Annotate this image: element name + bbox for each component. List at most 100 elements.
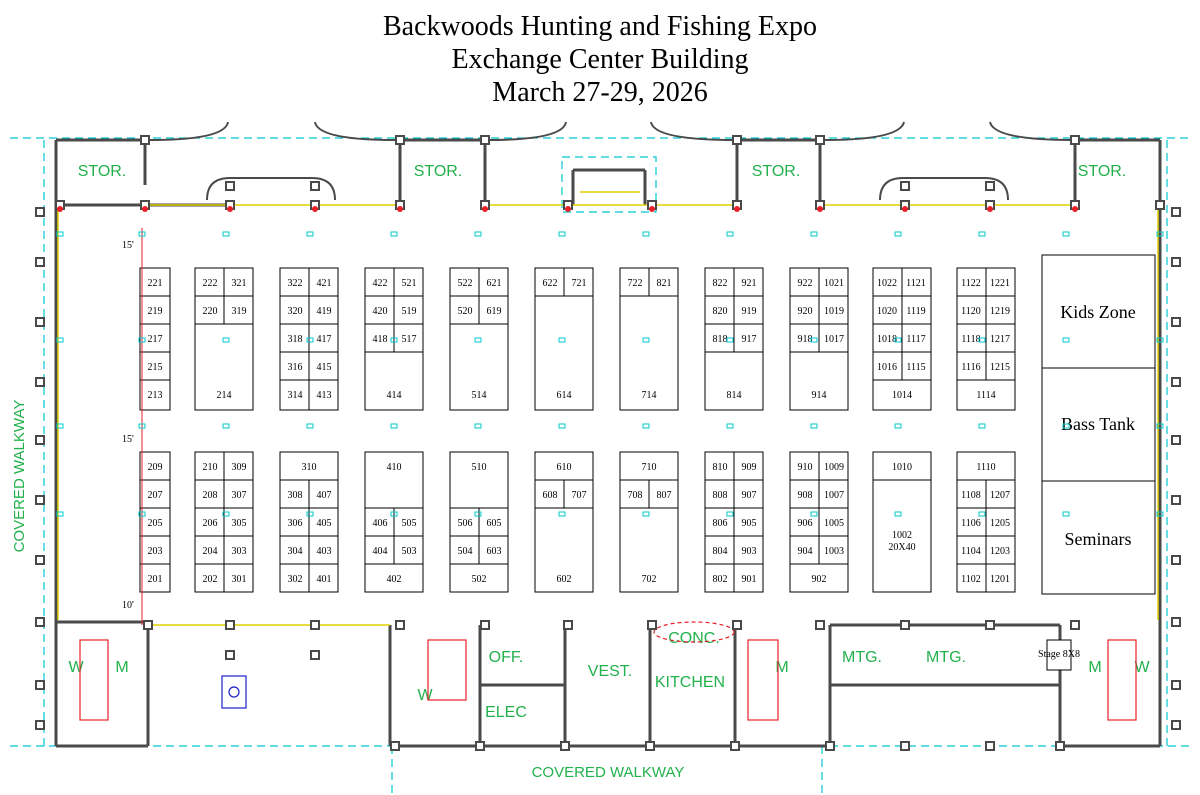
floor-marker <box>390 423 398 429</box>
booth-label: 714 <box>642 390 657 401</box>
utility-marker <box>221 675 247 709</box>
booth-label: 521 <box>402 278 417 289</box>
booth-label: 202 <box>203 574 218 585</box>
booth-labels: 221 219 217 215 213 222 321 220 319 214 … <box>148 278 1011 585</box>
dimension-labels: 15' 15' 10' <box>122 240 134 611</box>
column-base <box>482 206 488 212</box>
booth-label: 1116 <box>961 362 980 373</box>
booth-label: 917 <box>742 334 757 345</box>
floor-marker <box>1156 231 1164 237</box>
booth-label: 220 <box>203 306 218 317</box>
column-marker <box>1171 435 1181 445</box>
booth-label: 902 <box>812 574 827 585</box>
column-marker <box>560 741 570 751</box>
booth-label: 605 <box>487 518 502 529</box>
column-marker <box>480 620 490 630</box>
floor-marker <box>894 511 902 517</box>
column-marker <box>140 135 150 145</box>
structural-columns <box>35 135 1181 751</box>
column-marker <box>35 680 45 690</box>
booth-label: 320 <box>288 306 303 317</box>
column-base <box>734 206 740 212</box>
booth-label: 213 <box>148 390 163 401</box>
room-labels: STOR. STOR. STOR. STOR. OFF. ELEC VEST. … <box>11 163 1150 781</box>
zone-labels: Kids Zone Bass Tank Seminars <box>1060 302 1136 549</box>
booth-label: 505 <box>402 518 417 529</box>
booth-label: 301 <box>232 574 247 585</box>
floor-marker <box>222 231 230 237</box>
kids-zone-label: Kids Zone <box>1060 302 1136 322</box>
booth-label: 318 <box>288 334 303 345</box>
booth-label: 302 <box>288 574 303 585</box>
floor-marker <box>978 423 986 429</box>
column-marker <box>35 617 45 627</box>
booth-label: 321 <box>232 278 247 289</box>
booth-label: 403 <box>317 546 332 557</box>
column-marker <box>900 181 910 191</box>
booth-label: 410 <box>387 462 402 473</box>
storage-label: STOR. <box>752 163 801 180</box>
column-marker <box>1171 555 1181 565</box>
column-marker <box>1171 495 1181 505</box>
floor-marker <box>642 231 650 237</box>
booth-label: 209 <box>148 462 163 473</box>
office-label: OFF. <box>489 649 524 666</box>
bass-tank-label: Bass Tank <box>1061 414 1135 434</box>
booth-label: 1207 <box>990 490 1010 501</box>
booth-label: 420 <box>373 306 388 317</box>
booth-label: 210 <box>203 462 218 473</box>
vestibule-label: VEST. <box>588 663 632 680</box>
storage-label: STOR. <box>78 163 127 180</box>
booth-label: 610 <box>557 462 572 473</box>
covered-walkway-bottom: COVERED WALKWAY <box>532 764 685 781</box>
booth-label: 810 <box>713 462 728 473</box>
column-marker <box>900 741 910 751</box>
title-block: Backwoods Hunting and Fishing Expo Excha… <box>0 10 1200 109</box>
mens-restroom-label: M <box>775 659 788 676</box>
womens-restroom-label: W <box>68 659 84 676</box>
booth-label: 203 <box>148 546 163 557</box>
column-marker <box>1055 741 1065 751</box>
floor-marker <box>642 337 650 343</box>
booth-label: 1118 <box>961 334 980 345</box>
booth-label: 502 <box>472 574 487 585</box>
booth-label: 710 <box>642 462 657 473</box>
floor-marker <box>474 511 482 517</box>
column-base <box>649 206 655 212</box>
booth-label: 417 <box>317 334 332 345</box>
booth-label: 520 <box>458 306 473 317</box>
booth-label: 522 <box>458 278 473 289</box>
booth-label: 1203 <box>990 546 1010 557</box>
booth-label: 322 <box>288 278 303 289</box>
booth-label: 906 <box>798 518 813 529</box>
column-marker <box>1171 207 1181 217</box>
booth-label: 404 <box>373 546 388 557</box>
column-marker <box>395 620 405 630</box>
booth-label: 305 <box>232 518 247 529</box>
column-marker <box>645 741 655 751</box>
booth-label: 919 <box>742 306 757 317</box>
booth-label: 1019 <box>824 306 844 317</box>
booth-label: 921 <box>742 278 757 289</box>
floor-marker <box>810 511 818 517</box>
column-marker <box>1070 620 1080 630</box>
booth-label: 908 <box>798 490 813 501</box>
column-marker <box>900 620 910 630</box>
floor-marker <box>1062 511 1070 517</box>
column-base <box>312 206 318 212</box>
column-marker <box>35 377 45 387</box>
column-base <box>227 206 233 212</box>
floor-marker <box>222 423 230 429</box>
booth-grid <box>139 254 1156 595</box>
booth-label: 905 <box>742 518 757 529</box>
booth-label: 918 <box>798 334 813 345</box>
column-marker <box>1171 680 1181 690</box>
column-marker <box>35 555 45 565</box>
floor-marker <box>978 231 986 237</box>
booth-label: 722 <box>628 278 643 289</box>
booth-label: 406 <box>373 518 388 529</box>
floor-marker <box>474 231 482 237</box>
floor-marker <box>1156 423 1164 429</box>
booth-label: 506 <box>458 518 473 529</box>
booth-label: 401 <box>317 574 332 585</box>
